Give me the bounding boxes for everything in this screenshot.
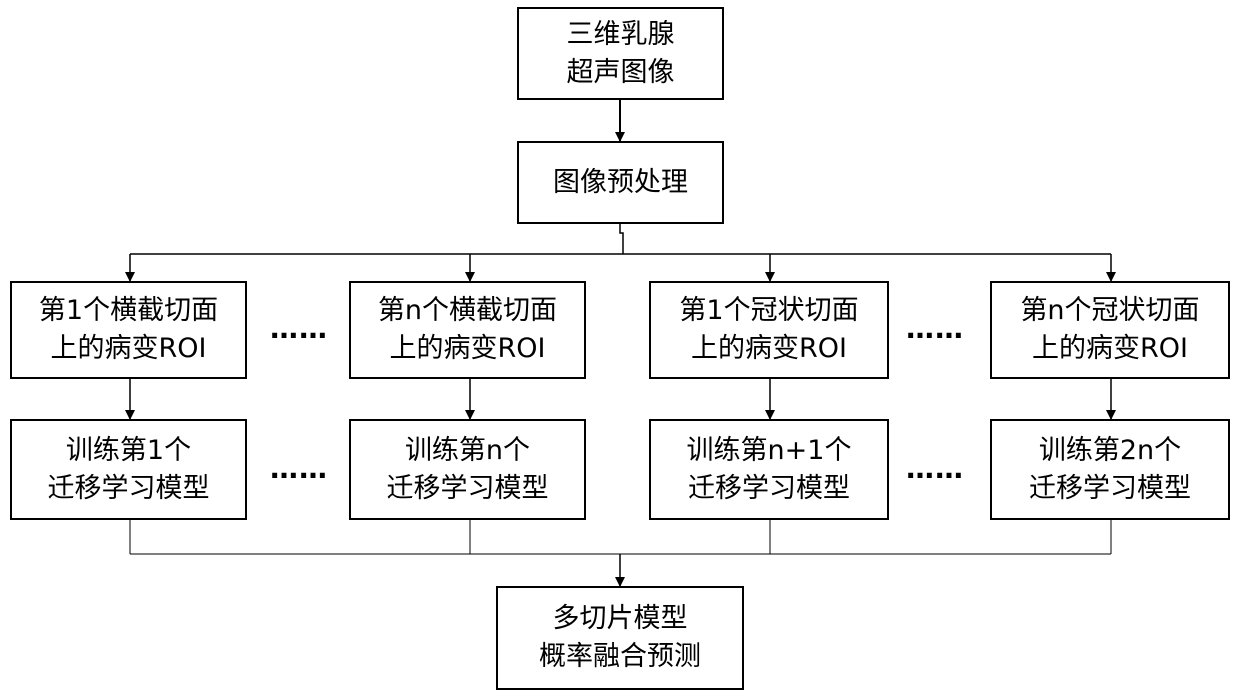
ellipsis-train-right: ……: [906, 455, 964, 483]
train-node-2-line-2: 迁移学习模型: [387, 470, 549, 508]
train-node-1-line-2: 迁移学习模型: [48, 470, 210, 508]
train-node-4-line-1: 训练第2n个: [1039, 432, 1181, 470]
train-node-4-line-2: 迁移学习模型: [1029, 470, 1191, 508]
roi-node-1-line-1: 第1个横截切面: [39, 292, 218, 330]
roi-node-2: 第n个横截切面 上的病变ROI: [349, 281, 586, 379]
train-node-3: 训练第n+1个 迁移学习模型: [649, 419, 889, 520]
train-node-2-line-1: 训练第n个: [405, 432, 530, 470]
input-node-line-1: 三维乳腺: [567, 16, 675, 54]
fusion-node: 多切片模型 概率融合预测: [496, 586, 744, 690]
roi-node-4-line-1: 第n个冠状切面: [1020, 292, 1199, 330]
roi-node-2-line-1: 第n个横截切面: [378, 292, 557, 330]
roi-node-3-line-2: 上的病变ROI: [691, 330, 847, 368]
preprocess-node-label: 图像预处理: [553, 164, 688, 202]
preprocess-node: 图像预处理: [517, 141, 724, 224]
roi-node-2-line-2: 上的病变ROI: [390, 330, 546, 368]
train-node-1: 训练第1个 迁移学习模型: [10, 419, 247, 520]
train-node-4: 训练第2n个 迁移学习模型: [990, 419, 1230, 520]
fusion-node-line-2: 概率融合预测: [539, 638, 701, 676]
ellipsis-train-left: ……: [270, 455, 328, 483]
train-node-3-line-1: 训练第n+1个: [687, 432, 852, 470]
ellipsis-roi-right: ……: [906, 315, 964, 343]
fusion-node-line-1: 多切片模型: [553, 600, 688, 638]
input-node-line-2: 超声图像: [567, 54, 675, 92]
train-node-2: 训练第n个 迁移学习模型: [349, 419, 586, 520]
train-node-3-line-2: 迁移学习模型: [688, 470, 850, 508]
roi-node-3-line-1: 第1个冠状切面: [679, 292, 858, 330]
roi-node-3: 第1个冠状切面 上的病变ROI: [649, 281, 889, 379]
train-node-1-line-1: 训练第1个: [66, 432, 191, 470]
roi-node-1: 第1个横截切面 上的病变ROI: [10, 281, 247, 379]
input-node: 三维乳腺 超声图像: [517, 7, 724, 100]
connector-preprocess-bus: [620, 224, 623, 254]
ellipsis-roi-left: ……: [270, 315, 328, 343]
roi-node-4: 第n个冠状切面 上的病变ROI: [990, 281, 1230, 379]
roi-node-1-line-2: 上的病变ROI: [51, 330, 207, 368]
roi-node-4-line-2: 上的病变ROI: [1032, 330, 1188, 368]
